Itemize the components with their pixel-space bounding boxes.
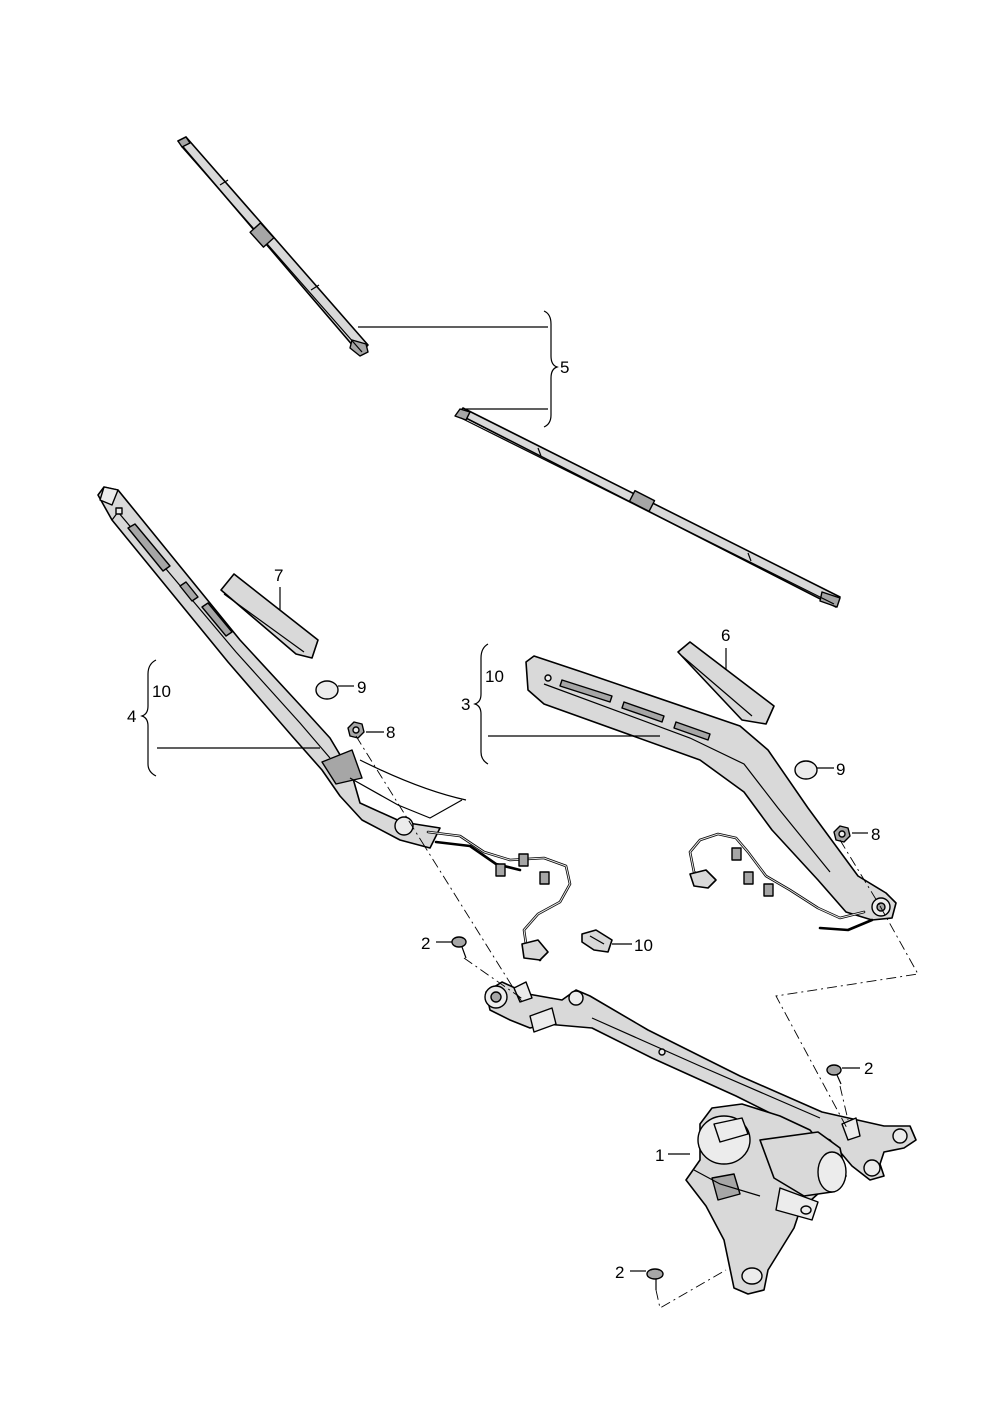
callout-8-right: 8: [871, 825, 880, 844]
callout-3-bracket: [473, 643, 660, 765]
callout-7: 7: [274, 566, 283, 585]
wiper-blade-upper: [177, 136, 369, 357]
bolt-2-right: [826, 1064, 842, 1085]
wiring-harness-left: [426, 830, 572, 962]
callout-4: 4: [127, 707, 136, 726]
callout-9-right: 9: [836, 760, 845, 779]
nut-8-left: [347, 721, 365, 739]
cap-9-right: [794, 760, 818, 780]
callout-5: 5: [560, 358, 569, 377]
callout-2-bottom: 2: [615, 1263, 624, 1282]
callout-6: 6: [721, 626, 730, 645]
cover-cap-6: [677, 641, 775, 725]
callout-2-right: 2: [864, 1059, 873, 1078]
wiper-blade-lower: [454, 407, 841, 608]
callout-8-left: 8: [386, 723, 395, 742]
nut-8-right: [833, 825, 851, 843]
callout-4-10: 10: [152, 682, 171, 701]
callout-2-left: 2: [421, 934, 430, 953]
wiper-arm-left: [97, 486, 467, 849]
wiring-harness-right: [688, 832, 874, 932]
assembly-centerlines: [355, 735, 919, 1309]
bolt-2-bottom: [646, 1268, 664, 1290]
callout-5-bracket: [358, 310, 559, 428]
callout-10: 10: [634, 936, 653, 955]
callout-3: 3: [461, 695, 470, 714]
cover-cap-7: [220, 573, 319, 659]
callout-4-bracket: [140, 659, 320, 777]
callout-3-10: 10: [485, 667, 504, 686]
cap-9-left: [315, 680, 339, 700]
connector-10: [581, 929, 613, 953]
bolt-2-left: [451, 936, 467, 959]
callout-1: 1: [655, 1146, 664, 1165]
callout-9-left: 9: [357, 678, 366, 697]
wiper-motor: [685, 1103, 847, 1295]
